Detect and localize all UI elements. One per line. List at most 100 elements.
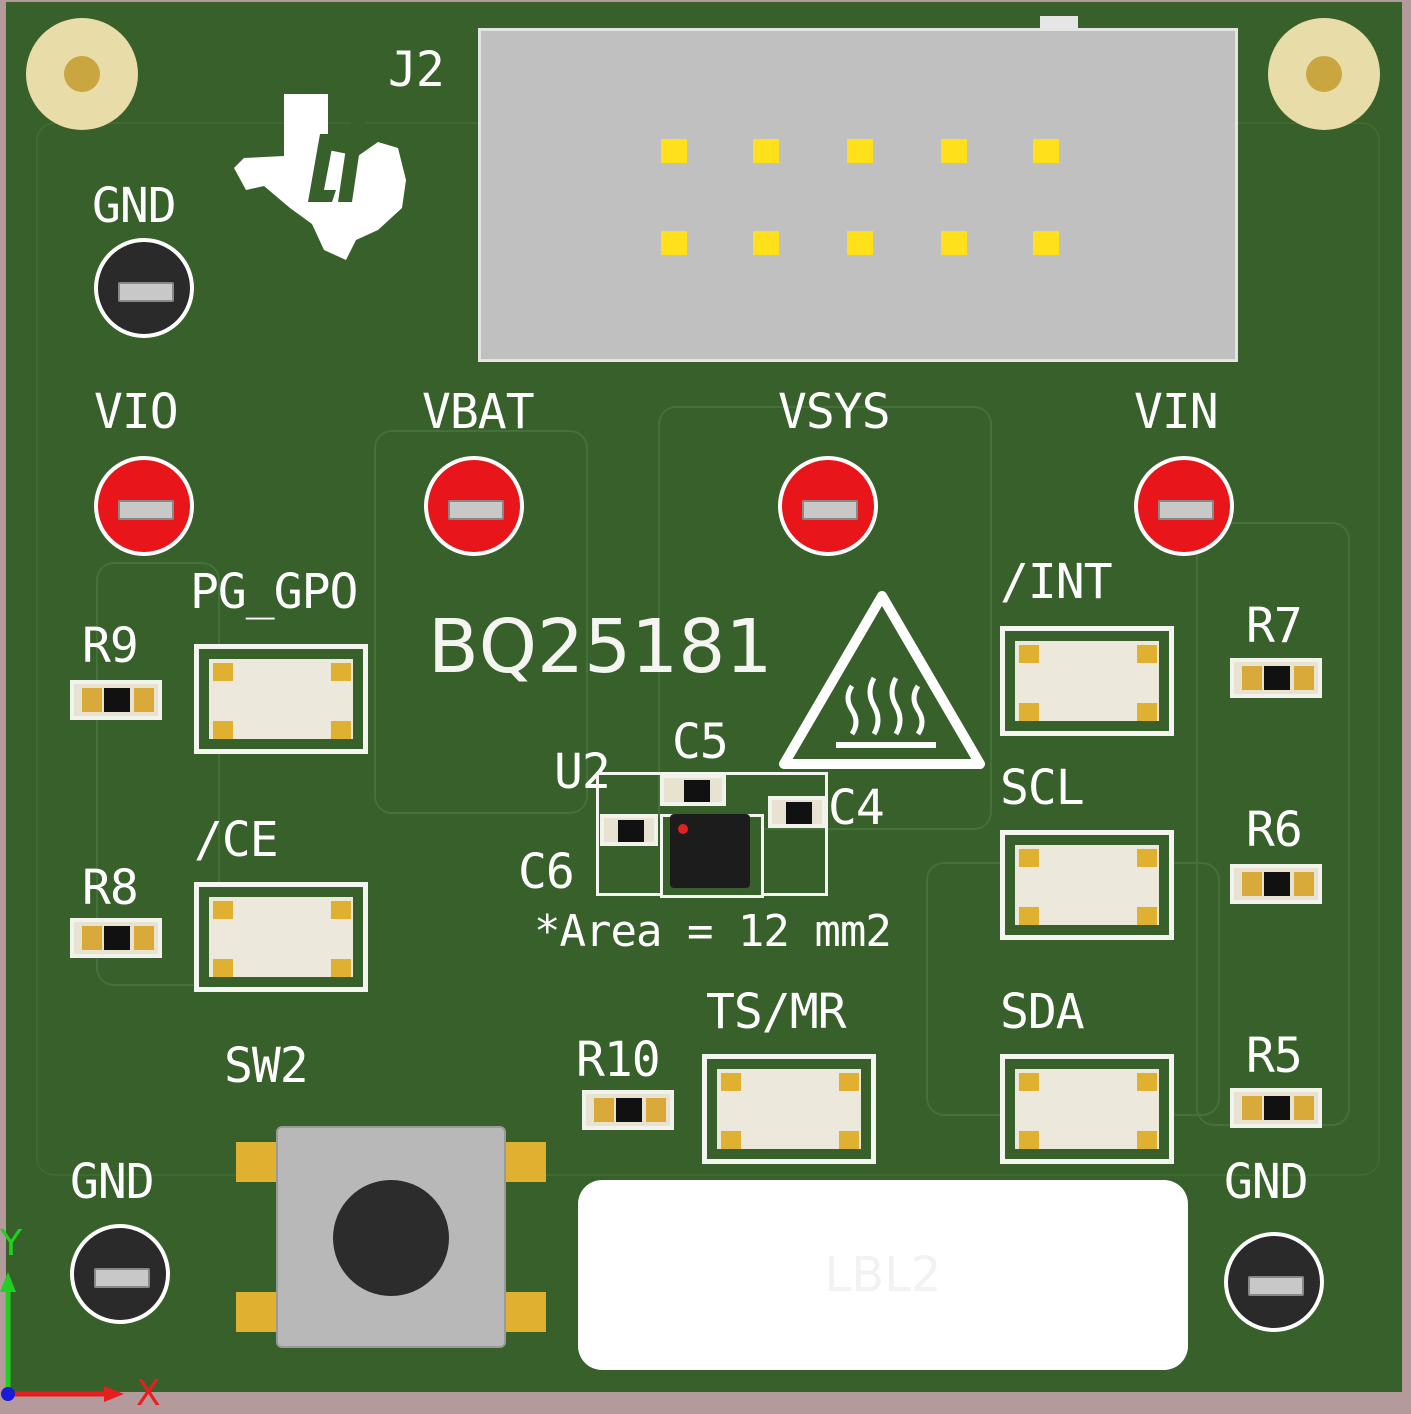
capacitor-body: [618, 820, 644, 842]
ti-texas-logo-icon: [234, 94, 406, 260]
solder-pad: [331, 721, 351, 739]
test-point-vsys[interactable]: [778, 456, 878, 556]
solder-pad: [1137, 645, 1157, 663]
resistor-label: R5: [1246, 1028, 1303, 1084]
jumper-ce[interactable]: [194, 882, 368, 992]
jumper-label: TS/MR: [706, 984, 846, 1040]
resistor-r6: [1230, 864, 1322, 904]
jumper-body: [717, 1069, 861, 1149]
copper-trace: [374, 430, 588, 814]
jumper-pg-gpo[interactable]: [194, 644, 368, 754]
solder-pad: [1019, 907, 1039, 925]
resistor-label: R7: [1246, 598, 1303, 654]
capacitor-c6: [600, 814, 658, 846]
solder-pad: [1137, 1073, 1157, 1091]
solder-pad: [213, 901, 233, 919]
test-point-contact: [118, 500, 174, 520]
connector-pin: [753, 139, 779, 163]
solder-pad: [331, 901, 351, 919]
resistor-body: [104, 926, 130, 950]
jumper-body: [209, 897, 353, 977]
connector-pin: [847, 139, 873, 163]
test-point-label: GND: [92, 178, 177, 234]
solder-pad: [1019, 703, 1039, 721]
connector-pin: [661, 139, 687, 163]
solder-pad: [213, 959, 233, 977]
test-point-label: VSYS: [778, 384, 891, 440]
test-point-vio[interactable]: [94, 456, 194, 556]
solder-pad: [839, 1073, 859, 1091]
connector-pin: [941, 231, 967, 255]
jumper-body: [1015, 1069, 1159, 1149]
jumper-ts-mr[interactable]: [702, 1054, 876, 1164]
switch-pad: [236, 1292, 282, 1332]
capacitor-c4: [768, 796, 826, 828]
capacitor-body: [786, 802, 812, 824]
resistor-terminal: [1294, 666, 1314, 690]
jumper-label: SDA: [1000, 984, 1085, 1040]
solder-pad: [721, 1131, 741, 1149]
resistor-body: [1264, 1096, 1290, 1120]
resistor-terminal: [1242, 872, 1262, 896]
resistor-terminal: [646, 1098, 666, 1122]
jumper-int[interactable]: [1000, 626, 1174, 736]
test-point-vbat[interactable]: [424, 456, 524, 556]
connector-pin: [1033, 139, 1059, 163]
test-point-label: VIN: [1134, 384, 1219, 440]
test-point-gnd[interactable]: [94, 238, 194, 338]
solder-pad: [721, 1073, 741, 1091]
connector-pin: [753, 231, 779, 255]
jumper-label: /CE: [194, 812, 279, 868]
area-note: *Area = 12 mm2: [534, 906, 892, 957]
push-button-sw2[interactable]: [276, 1126, 506, 1348]
jumper-sda[interactable]: [1000, 1054, 1174, 1164]
solder-pad: [331, 663, 351, 681]
solder-pad: [1019, 1131, 1039, 1149]
jumper-body: [1015, 845, 1159, 925]
test-point-vin[interactable]: [1134, 456, 1234, 556]
solder-pad: [839, 1131, 859, 1149]
resistor-terminal: [134, 688, 154, 712]
test-point-label: VBAT: [422, 384, 535, 440]
test-point-label: VIO: [94, 384, 179, 440]
resistor-label: R9: [82, 618, 139, 674]
resistor-terminal: [134, 926, 154, 950]
jumper-body: [1015, 641, 1159, 721]
test-point-label: GND: [70, 1154, 155, 1210]
switch-pad: [236, 1142, 282, 1182]
test-point-gnd[interactable]: [1224, 1232, 1324, 1332]
resistor-r7: [1230, 658, 1322, 698]
connector-label: J2: [388, 42, 445, 98]
test-point-contact: [448, 500, 504, 520]
switch-pad: [500, 1142, 546, 1182]
resistor-terminal: [1294, 1096, 1314, 1120]
jumper-scl[interactable]: [1000, 830, 1174, 940]
axis-x-label: X: [136, 1373, 161, 1414]
solder-pad: [213, 721, 233, 739]
label-area-lbl2: LBL2: [578, 1180, 1188, 1370]
test-point-contact: [1248, 1276, 1304, 1296]
jumper-label: SCL: [1000, 760, 1085, 816]
resistor-terminal: [82, 688, 102, 712]
jumper-label: /INT: [1000, 554, 1113, 610]
test-point-contact: [802, 500, 858, 520]
test-point-gnd[interactable]: [70, 1224, 170, 1324]
header-connector-j2[interactable]: [478, 28, 1238, 362]
test-point-contact: [94, 1268, 150, 1288]
resistor-body: [1264, 666, 1290, 690]
solder-pad: [1019, 849, 1039, 867]
connector-pin: [1033, 231, 1059, 255]
solder-pad: [213, 663, 233, 681]
ti-logo-icon: [678, 824, 688, 834]
resistor-r5: [1230, 1088, 1322, 1128]
resistor-terminal: [594, 1098, 614, 1122]
capacitor-label: C4: [828, 780, 885, 836]
hot-surface-warning-icon: [779, 591, 985, 769]
connector-pin: [661, 231, 687, 255]
solder-pad: [1137, 849, 1157, 867]
ic-u2-chip: [670, 814, 750, 888]
solder-pad: [1137, 907, 1157, 925]
solder-pad: [1019, 645, 1039, 663]
resistor-label: R10: [576, 1032, 661, 1088]
connector-pin: [847, 231, 873, 255]
